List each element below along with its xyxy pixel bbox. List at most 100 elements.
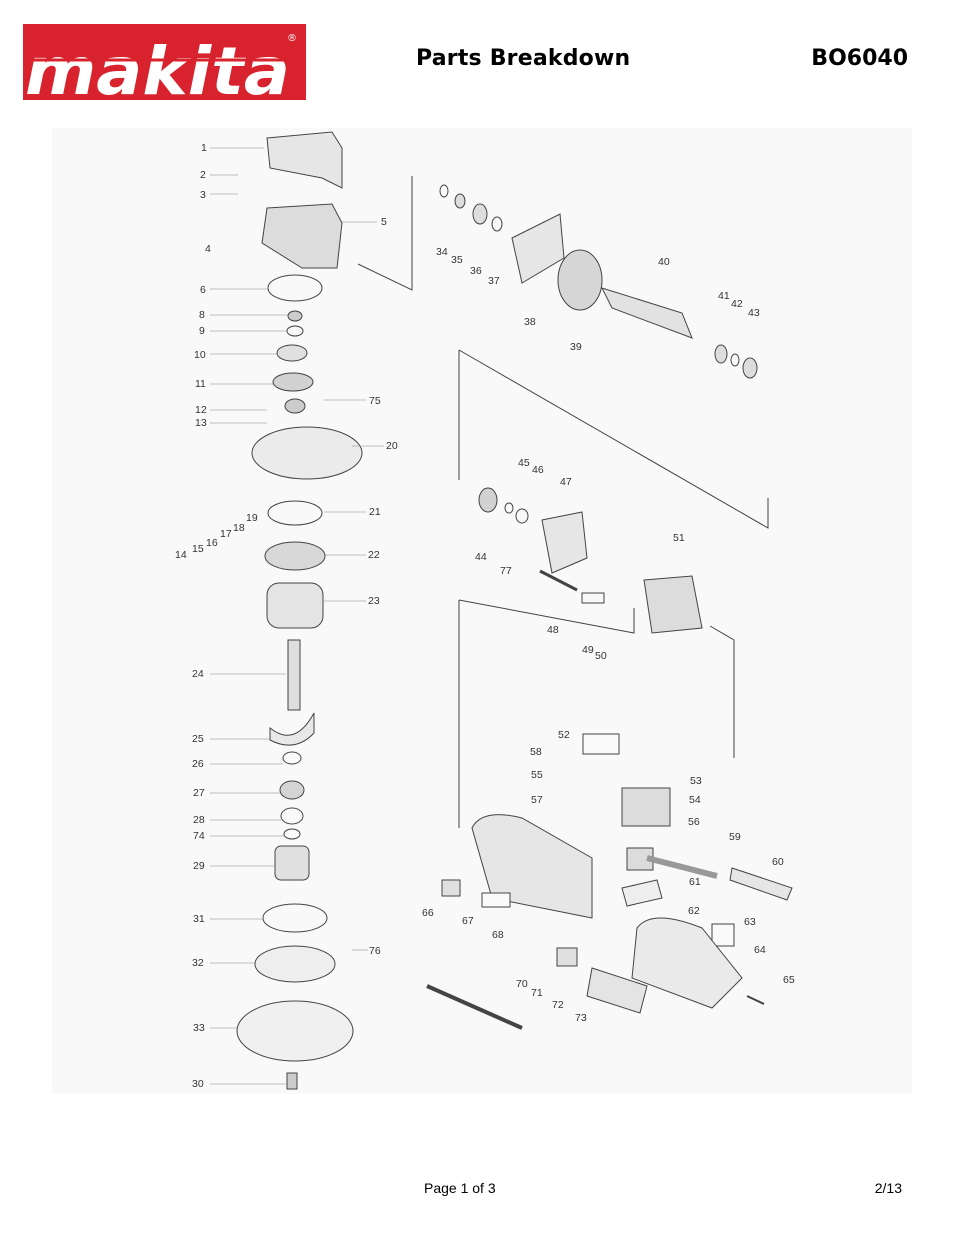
- part-shape: [266, 582, 324, 629]
- part-shape: [272, 372, 314, 392]
- callout-label: 21: [369, 506, 381, 518]
- part-shape: [287, 639, 301, 711]
- callout-label: 77: [500, 565, 512, 577]
- part-shape: [284, 398, 306, 414]
- part-shape: [746, 995, 765, 1005]
- part-shape: [511, 213, 565, 284]
- part-shape: [556, 947, 578, 967]
- callout-label: 12: [195, 404, 207, 416]
- bracket-line: [709, 625, 735, 758]
- callout-labels: 1 2 3 4 5 6 8 9 10 11 12 13 14 15 16 17 …: [175, 142, 795, 1090]
- callout-label: 14: [175, 549, 187, 561]
- callout-label: 66: [422, 907, 434, 919]
- callout-label: 75: [369, 395, 381, 407]
- part-shape: [582, 733, 620, 755]
- callout-label: 60: [772, 856, 784, 868]
- part-shape: [426, 984, 523, 1030]
- callout-label: 45: [518, 457, 530, 469]
- callout-label: 31: [193, 913, 205, 925]
- registered-mark: ®: [287, 33, 297, 44]
- callout-label: 59: [729, 831, 741, 843]
- callout-label: 53: [690, 775, 702, 787]
- part-shape: [264, 541, 326, 571]
- callout-label: 33: [193, 1022, 205, 1034]
- part-shape: [286, 1072, 298, 1090]
- part-shape: [254, 945, 336, 983]
- callout-label: 27: [193, 787, 205, 799]
- part-shape: [251, 426, 363, 480]
- callout-label: 17: [220, 528, 232, 540]
- part-shape: [471, 814, 593, 919]
- callout-label: 64: [754, 944, 766, 956]
- callout-label: 18: [233, 522, 245, 534]
- part-shape: [478, 487, 498, 513]
- callout-label: 6: [200, 284, 206, 296]
- part-shape: [504, 502, 514, 514]
- callout-label: 3: [200, 189, 206, 201]
- part-shape: [286, 325, 304, 337]
- callout-label: 15: [192, 543, 204, 555]
- parts-diagram: 1 2 3 4 5 6 8 9 10 11 12 13 14 15 16 17 …: [52, 128, 912, 1094]
- part-shape: [631, 917, 743, 1009]
- bracket-line: [458, 599, 635, 634]
- callout-label: 70: [516, 978, 528, 990]
- part-shape: [621, 879, 663, 907]
- callout-label: 38: [524, 316, 536, 328]
- part-shape: [586, 967, 648, 1014]
- callout-label: 47: [560, 476, 572, 488]
- part-shape: [441, 879, 461, 897]
- callout-label: 57: [531, 794, 543, 806]
- exploded-view: 1 2 3 4 5 6 8 9 10 11 12 13 14 15 16 17 …: [175, 131, 795, 1090]
- callout-label: 54: [689, 794, 701, 806]
- part-shape: [601, 287, 693, 339]
- part-shape: [539, 569, 578, 592]
- part-shape: [279, 780, 305, 800]
- callout-label: 9: [199, 325, 205, 337]
- callout-label: 55: [531, 769, 543, 781]
- callout-label: 61: [689, 876, 701, 888]
- part-shape: [714, 344, 728, 364]
- part-shape: [439, 184, 449, 198]
- part-shape: [282, 751, 302, 765]
- callout-label: 41: [718, 290, 730, 302]
- callout-label: 19: [246, 512, 258, 524]
- part-shape: [269, 712, 315, 746]
- callout-label: 72: [552, 999, 564, 1011]
- page-number: Page 1 of 3: [424, 1180, 496, 1196]
- callout-label: 46: [532, 464, 544, 476]
- part-shape: [581, 592, 605, 604]
- callout-label: 52: [558, 729, 570, 741]
- callout-label: 65: [783, 974, 795, 986]
- callout-label: 43: [748, 307, 760, 319]
- callout-label: 20: [386, 440, 398, 452]
- callout-label: 30: [192, 1078, 204, 1090]
- part-shape: [481, 892, 511, 908]
- part-shape: [491, 216, 503, 232]
- callout-label: 56: [688, 816, 700, 828]
- callout-label: 10: [194, 349, 206, 361]
- callout-label: 13: [195, 417, 207, 429]
- part-shape: [261, 203, 343, 269]
- part-shape: [267, 274, 323, 302]
- callout-label: 37: [488, 275, 500, 287]
- callout-label: 71: [531, 987, 543, 999]
- callout-label: 68: [492, 929, 504, 941]
- callout-label: 29: [193, 860, 205, 872]
- callout-label: 8: [199, 309, 205, 321]
- part-shape: [472, 203, 488, 225]
- part-shape: [646, 855, 718, 879]
- callout-label: 35: [451, 254, 463, 266]
- callout-label: 26: [192, 758, 204, 770]
- part-shape: [236, 1000, 354, 1062]
- part-shape: [515, 508, 529, 524]
- callout-label: 58: [530, 746, 542, 758]
- callout-label: 40: [658, 256, 670, 268]
- callout-label: 2: [200, 169, 206, 181]
- callout-label: 23: [368, 595, 380, 607]
- part-shape: [454, 193, 466, 209]
- part-shape: [283, 828, 301, 840]
- part-shape: [730, 353, 740, 367]
- callout-label: 39: [570, 341, 582, 353]
- bracket-line: [458, 349, 769, 529]
- makita-logo: makita ®: [23, 24, 306, 110]
